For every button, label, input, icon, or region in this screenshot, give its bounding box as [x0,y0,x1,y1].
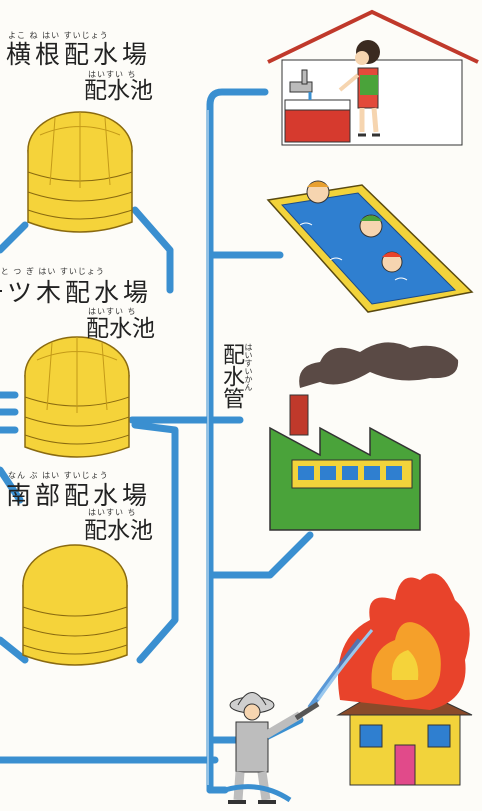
reservoir-tank-2 [24,336,130,458]
pipe-network [0,88,314,794]
pipe-label: 配水管 [219,343,244,409]
station-1-reservoir: 配水池 [84,78,153,104]
station-2-reservoir: 配水池 [86,316,155,342]
fire-hose [224,784,292,803]
reservoir-tank-3 [22,544,128,666]
faucet-icon [289,69,313,100]
station-3-name-ruby: なん ぶ はい すいじょう [8,471,109,480]
pool-icon [266,180,474,313]
station-1-reservoir-ruby: はいすい ち [88,70,137,79]
station-3-reservoir: 配水池 [84,518,153,544]
station-2-name-ruby: ひと つ ぎ はい すいじょう [0,267,105,276]
smoke [299,342,459,388]
station-1-name-ruby: よこ ね はい すいじょう [8,31,109,40]
station-2-reservoir-ruby: はいすい ち [88,307,137,316]
station-3-name: 南部配水場 [6,481,152,510]
station-1-name: 横根配水場 [6,40,152,69]
fire-icon [338,573,470,710]
person-washing [338,40,380,137]
factory-icon [269,394,421,531]
firefighter-icon [228,692,320,804]
station-3-reservoir-ruby: はいすい ち [88,508,137,517]
water-spray [307,629,374,710]
station-2-name: 一ツ木配水場 [0,278,153,307]
reservoir-tank-1 [27,111,133,233]
pipe-label-ruby: はいすいかん [244,343,253,391]
